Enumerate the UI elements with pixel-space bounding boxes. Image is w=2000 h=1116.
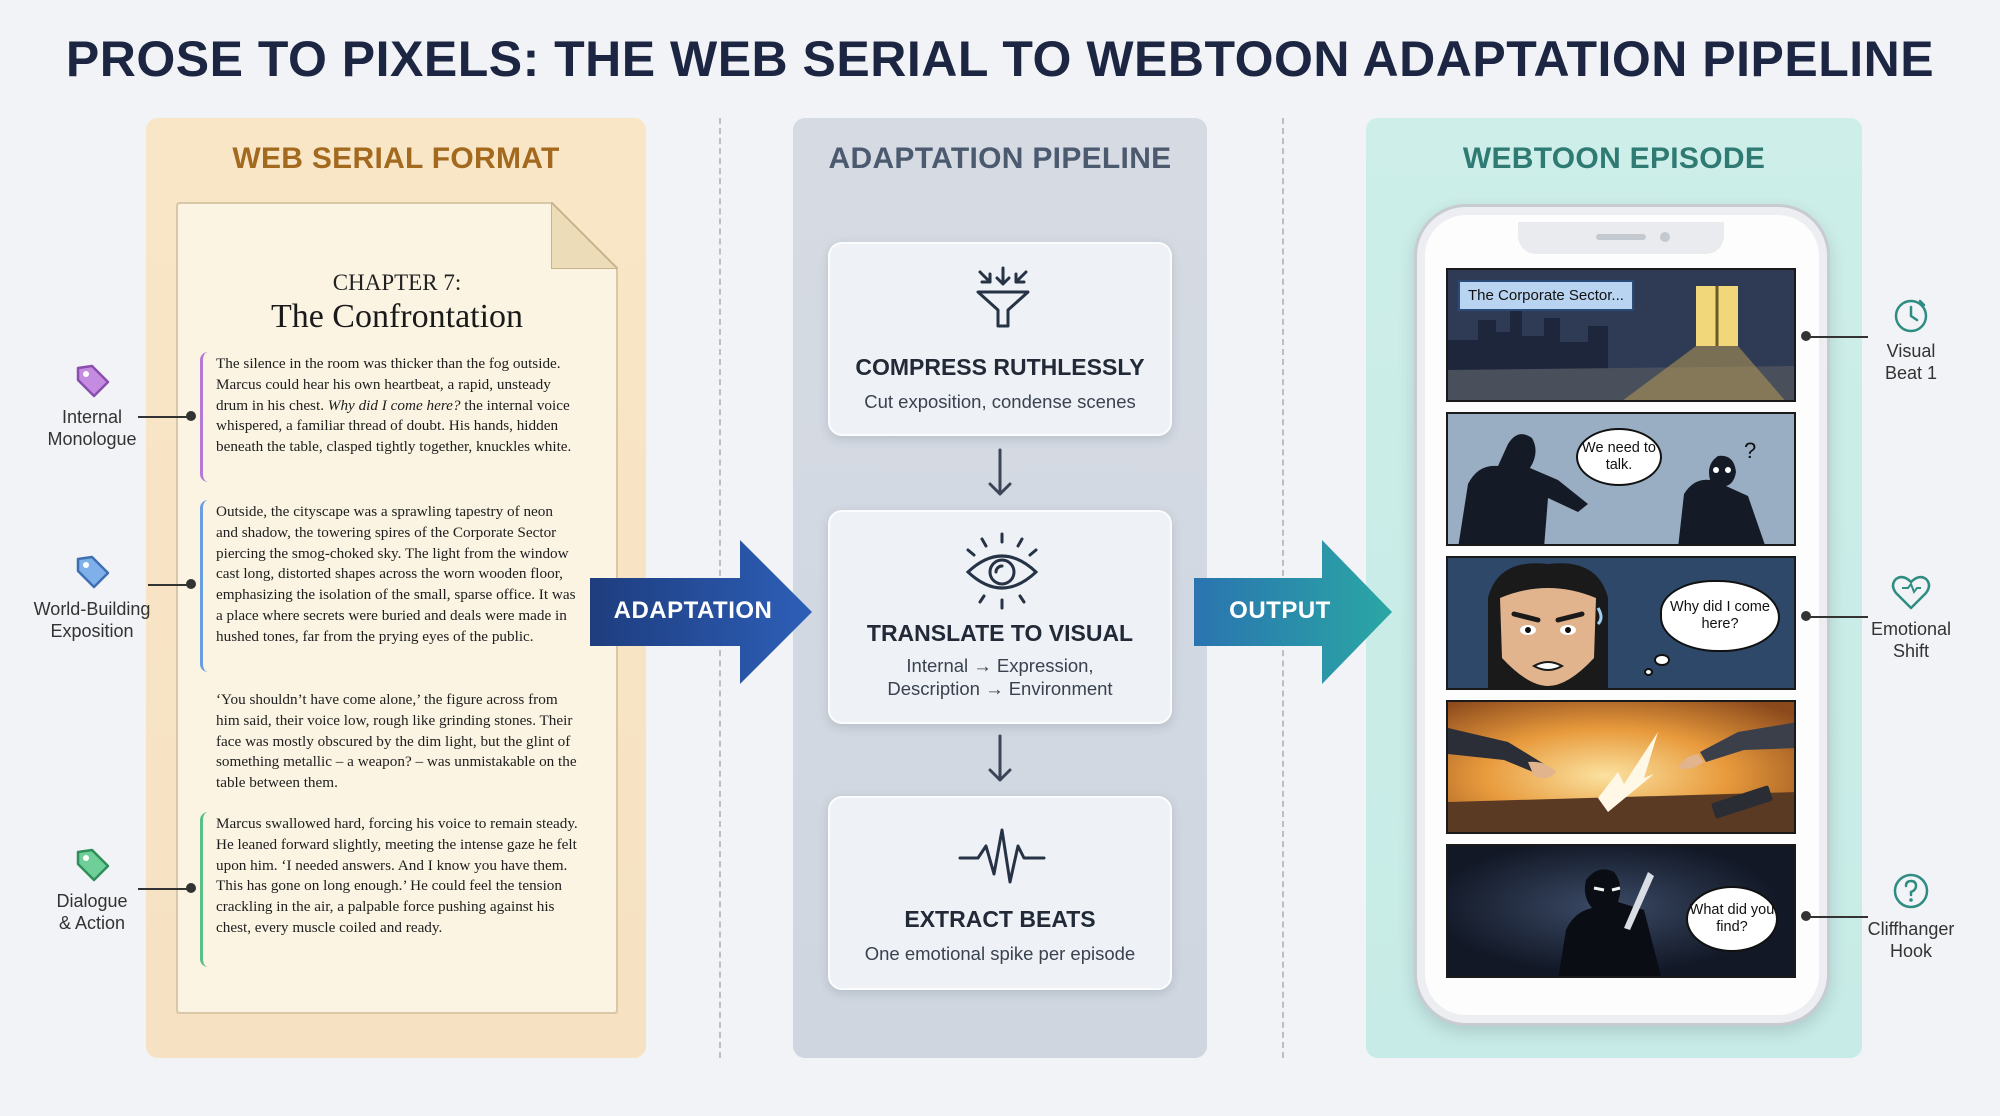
question-mark: ? xyxy=(1744,438,1757,463)
beat-label-visual: Visual Beat 1 xyxy=(1884,341,1938,383)
annotation-monologue: Internal Monologue xyxy=(47,407,137,449)
card-extract-sub: One emotional spike per episode xyxy=(864,943,1136,964)
output-arrow xyxy=(1194,540,1392,684)
question-icon xyxy=(1893,873,1929,909)
dialogue-bracket xyxy=(200,812,210,967)
speech-bubble-find: What did you find? xyxy=(1686,886,1778,952)
annotation-dialogue: Dialogue & Action xyxy=(56,891,128,933)
exposition-bracket xyxy=(200,500,210,672)
thought-dot-large xyxy=(1654,654,1670,666)
card-translate: TRANSLATE TO VISUAL Internal → Expressio… xyxy=(828,510,1172,724)
paragraph-exposition: Outside, the cityscape was a sprawling t… xyxy=(216,503,576,645)
leader-dialogue xyxy=(138,888,188,890)
eye-icon xyxy=(965,532,1039,610)
card-translate-sub-2: Description → Environment xyxy=(887,678,1113,699)
beat-leader-cliffhanger xyxy=(1806,916,1868,918)
pipeline-heading: ADAPTATION PIPELINE xyxy=(828,142,1172,175)
beat-label-cliffhanger: Cliffhanger Hook xyxy=(1867,919,1955,961)
paragraph-monologue: The silence in the room was thicker than… xyxy=(216,354,578,458)
panel-action xyxy=(1446,700,1796,834)
card-translate-title: TRANSLATE TO VISUAL xyxy=(866,620,1134,646)
funnel-icon xyxy=(976,266,1030,328)
tag-icon-dialogue xyxy=(76,848,110,882)
paragraph-dialogue: ‘You shouldn’t have come alone,’ the fig… xyxy=(216,691,577,792)
panel-cliffhanger: What did you find? xyxy=(1446,844,1796,978)
webtoon-heading: WEBTOON EPISODE xyxy=(1462,142,1766,175)
clock-icon xyxy=(1894,299,1928,333)
leader-monologue xyxy=(138,416,188,418)
down-arrow-icon xyxy=(988,448,1012,496)
heartbeat-icon xyxy=(958,828,1046,884)
manuscript-page xyxy=(176,202,618,1014)
leader-exposition xyxy=(148,584,190,586)
beat-label-emotional: Emotional Shift xyxy=(1870,619,1952,661)
thought-bubble: Why did I come here? xyxy=(1660,580,1780,652)
down-arrow-icon xyxy=(988,734,1012,782)
tag-icon-monologue xyxy=(76,364,110,398)
web-serial-heading: WEB SERIAL FORMAT xyxy=(232,142,560,175)
card-extract-title: EXTRACT BEATS xyxy=(904,906,1096,932)
caption-box: The Corporate Sector... xyxy=(1458,280,1634,311)
card-translate-sub-1: Internal → Expression, xyxy=(906,655,1094,676)
tag-icon-exposition xyxy=(76,555,110,589)
beat-leader-visual xyxy=(1806,336,1868,338)
heart-icon xyxy=(1891,575,1931,610)
para1-text-b: the internal voice whispered, a familiar… xyxy=(216,396,572,456)
card-compress-title: COMPRESS RUTHLESSLY xyxy=(855,354,1145,380)
card-extract: EXTRACT BEATS One emotional spike per ep… xyxy=(828,796,1172,990)
panel-dialogue: We need to talk. ? xyxy=(1446,412,1796,546)
thought-dot-small xyxy=(1644,668,1653,676)
output-arrow-label: OUTPUT xyxy=(1229,597,1331,624)
camera-dot xyxy=(1660,232,1670,242)
card-compress-sub: Cut exposition, condense scenes xyxy=(864,391,1136,412)
card-compress: COMPRESS RUTHLESSLY Cut exposition, cond… xyxy=(828,242,1172,436)
speech-bubble-talk: We need to talk. xyxy=(1576,428,1662,486)
panel-establishing: The Corporate Sector... xyxy=(1446,268,1796,402)
para1-text-a: The silence in the room was thicker than… xyxy=(216,355,561,414)
phone-notch xyxy=(1518,222,1724,254)
page-fold xyxy=(551,202,618,269)
page-title: PROSE TO PIXELS: THE WEB SERIAL TO WEBTO… xyxy=(65,31,1935,87)
adaptation-arrow-label: ADAPTATION xyxy=(613,597,773,624)
para1-italic: Why did I come here? xyxy=(327,396,461,414)
panel-closeup: Why did I come here? xyxy=(1446,556,1796,690)
annotation-exposition: World-Building Exposition xyxy=(33,599,151,641)
chapter-title: The Confrontation xyxy=(270,298,524,335)
leader-dot-exposition xyxy=(186,579,196,589)
chapter-number: CHAPTER 7: xyxy=(332,270,462,295)
monologue-bracket xyxy=(200,352,210,482)
leader-dot-monologue xyxy=(186,411,196,421)
adaptation-arrow xyxy=(590,540,812,684)
paragraph-action: Marcus swallowed hard, forcing his voice… xyxy=(216,815,578,936)
action-illustration xyxy=(1448,702,1794,832)
beat-leader-emotional xyxy=(1806,616,1868,618)
leader-dot-dialogue xyxy=(186,883,196,893)
speaker-grill xyxy=(1596,234,1646,240)
